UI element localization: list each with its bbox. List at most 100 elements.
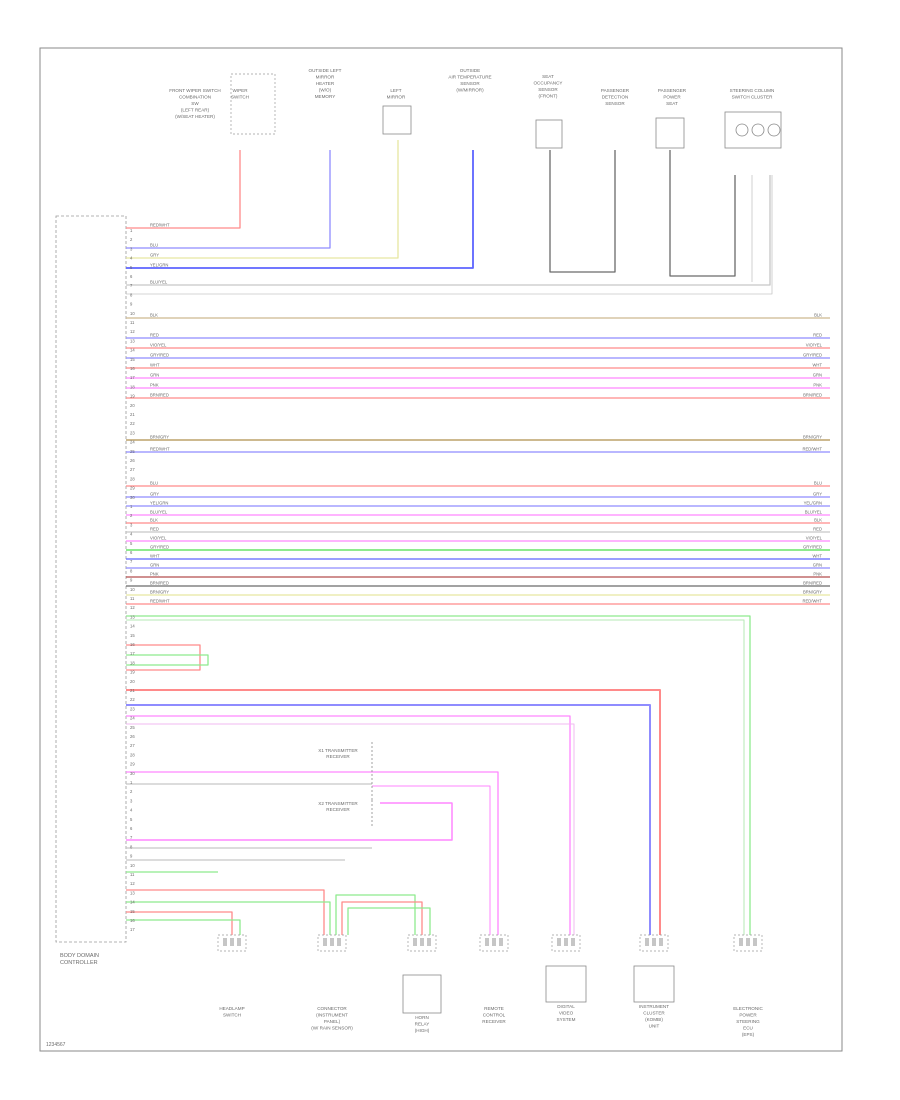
pin-number: 10 <box>130 863 135 868</box>
pin-number: 5 <box>130 265 133 270</box>
wire-code-right: RED <box>813 527 822 532</box>
bottom-component-label: (W/ RAIN SENSOR) <box>311 1026 353 1031</box>
bottom-component-label: RECEIVER <box>482 1019 506 1024</box>
wire-yellow-left-mirror <box>126 140 399 259</box>
top-component-label: (FRONT) <box>539 94 558 99</box>
top-component-label: SWITCH CLUSTER <box>732 95 774 100</box>
steering-switch-icon <box>751 123 765 137</box>
wire-code-left: RED <box>150 333 159 338</box>
wire-code-right: YEL/GRN <box>804 501 822 506</box>
pin-number: 12 <box>130 329 135 334</box>
top-component-label: SENSOR <box>460 81 480 86</box>
wire-code-right: BRN/GRY <box>803 435 822 440</box>
bottom-component-label: SYSTEM <box>557 1017 576 1022</box>
wire-code-left: BLK <box>150 518 158 523</box>
wire-green-horn-3 <box>347 907 431 935</box>
bottom-connector <box>317 934 347 952</box>
pin-number: 20 <box>130 679 135 684</box>
body-domain-controller-box <box>55 215 127 943</box>
pin-number: 27 <box>130 467 135 472</box>
pin-number: 17 <box>130 927 135 932</box>
bottom-component-label: REMOTE <box>484 1006 504 1011</box>
pin-number: 19 <box>130 394 135 399</box>
pin-number: 3 <box>130 246 133 251</box>
wire-code-left: PNK <box>150 572 159 577</box>
pin-number: 15 <box>130 357 135 362</box>
pin-number: 2 <box>130 513 133 518</box>
wire-code-right: PNK <box>813 383 822 388</box>
wire-code-right: BLK <box>814 518 822 523</box>
components <box>217 73 782 1014</box>
connector-pin <box>237 938 241 946</box>
pin-number: 12 <box>130 881 135 886</box>
x2-label-2: RECEIVER <box>326 807 350 812</box>
wire-code-left: GRY <box>150 253 159 258</box>
connector-pin <box>223 938 227 946</box>
pin-number: 7 <box>130 835 133 840</box>
bottom-component-label: CONNECTOR <box>317 1006 347 1011</box>
bottom-connector <box>217 934 247 952</box>
top-component-label: OUTSIDE <box>460 68 480 73</box>
wire-red-wiper <box>126 150 241 229</box>
top-component-label: PASSENGER <box>601 88 630 93</box>
x1-label: X1 TRANSMITTER <box>318 748 358 753</box>
wire-red-headlamp <box>126 911 233 935</box>
pin-number: 13 <box>130 614 135 619</box>
top-component-label: MIRROR <box>316 75 335 80</box>
pin-number: 13 <box>130 890 135 895</box>
connector-pin <box>413 938 417 946</box>
pin-number: 29 <box>130 762 135 767</box>
top-component-label: SENSOR <box>538 87 558 92</box>
controller-label-2: CONTROLLER <box>60 960 98 966</box>
wire-code-right: GRY/RED <box>803 545 822 550</box>
pin-number: 4 <box>130 256 133 261</box>
wire-code-left: GRY/RED <box>150 353 169 358</box>
wires <box>126 140 830 935</box>
wire-green-connector <box>126 901 331 935</box>
pin-number: 30 <box>130 771 135 776</box>
bottom-component-label: POWER <box>739 1013 757 1018</box>
wire-pink-x2 <box>126 802 453 841</box>
wire-pink-remote <box>126 771 499 935</box>
wire-code-right: GRN <box>813 373 822 378</box>
wire-code-right: RED/WHT <box>802 447 822 452</box>
top-component-label: (W/MIRROR) <box>456 88 484 93</box>
top-component-label: OUTSIDE LEFT <box>309 68 342 73</box>
wire-code-right: RED <box>813 333 822 338</box>
wire-code-left: PNK <box>150 383 159 388</box>
pin-number: 27 <box>130 743 135 748</box>
bottom-component-label: CLUSTER <box>643 1011 665 1016</box>
top-component-label: AIR TEMPERATURE <box>448 75 491 80</box>
pin-number: 1 <box>130 228 133 233</box>
wire-blue-kombi <box>126 704 651 935</box>
top-component-label: (LEFT REAR) <box>181 108 210 113</box>
wire-code-right: BLK <box>814 313 822 318</box>
wire-code-left: BRN/GRY <box>150 590 169 595</box>
top-component-label: SEAT <box>542 74 554 79</box>
connector-pin <box>230 938 234 946</box>
pin-number: 23 <box>130 706 135 711</box>
top-component-label: SW <box>191 101 199 106</box>
wire-code-right: WHT <box>812 554 822 559</box>
wire-code-left: BLU/YEL <box>150 280 168 285</box>
wire-code-left: GRN <box>150 373 159 378</box>
wire-code-left: WHT <box>150 554 160 559</box>
wire-code-left: GRY <box>150 492 159 497</box>
pin-number: 23 <box>130 430 135 435</box>
bottom-component-label: INSTRUMENT <box>639 1004 669 1009</box>
connector-pin <box>420 938 424 946</box>
pin-number: 24 <box>130 716 135 721</box>
wire-code-left: BLK <box>150 313 158 318</box>
bottom-connector <box>479 934 509 952</box>
pin-number: 16 <box>130 366 135 371</box>
wire-code-left: GRY/RED <box>150 545 169 550</box>
connector-pin <box>499 938 503 946</box>
wire-green-horn-2 <box>335 894 416 935</box>
wire-code-right: BRN/RED <box>803 581 822 586</box>
steering-cluster-box <box>724 111 782 149</box>
wire-code-right: GRN <box>813 563 822 568</box>
bottom-component-label: HEADLAMP <box>219 1006 244 1011</box>
wire-code-right: BRN/RED <box>803 393 822 398</box>
bottom-component-label: (INSTRUMENT <box>316 1013 348 1018</box>
